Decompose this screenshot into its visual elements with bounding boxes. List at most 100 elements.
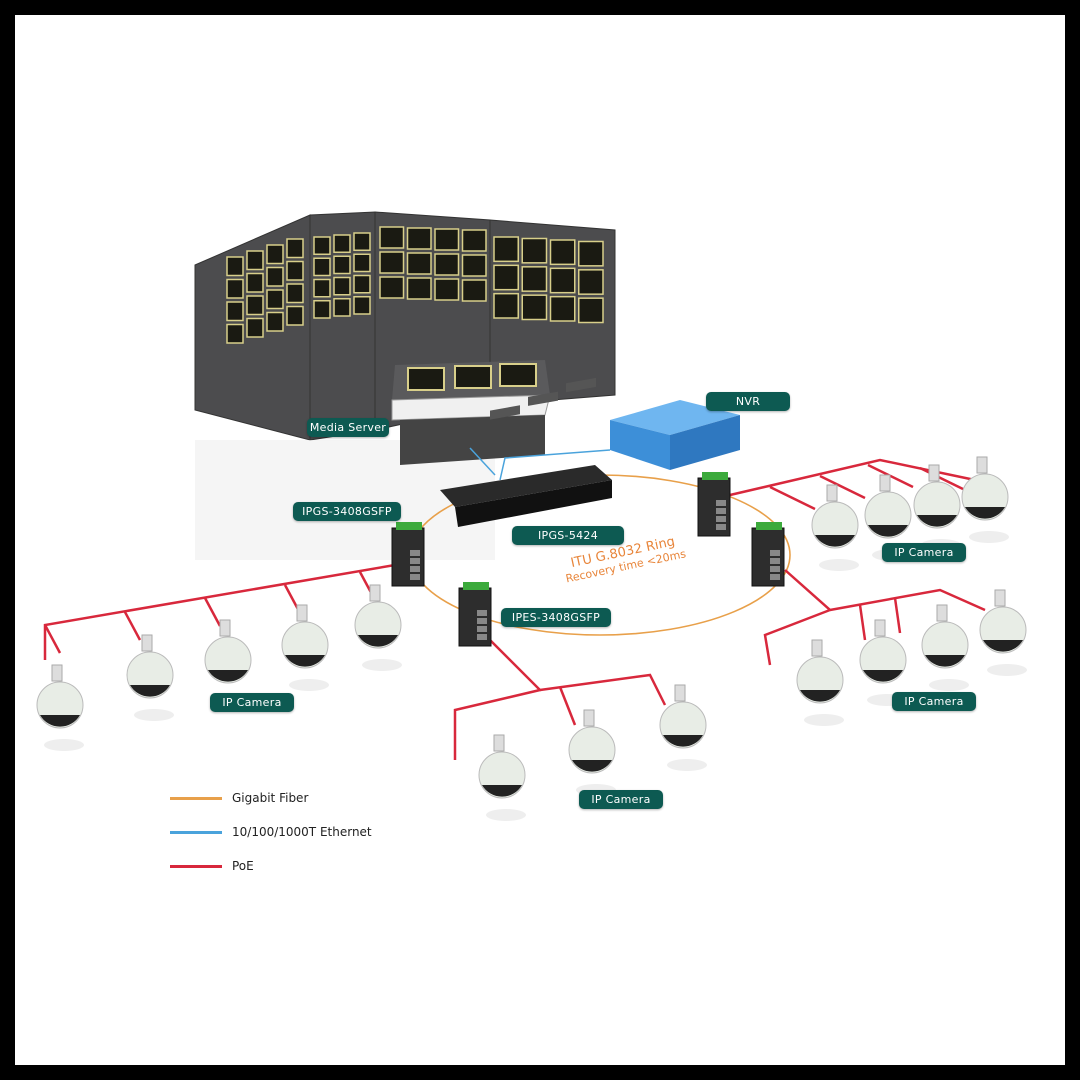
- wall-monitor: [406, 277, 432, 300]
- console-monitor: [499, 363, 537, 387]
- poe-drop: [769, 485, 816, 511]
- poe-branch: [829, 588, 986, 612]
- label-media-server: Media Server: [307, 418, 389, 437]
- camera-mount: [994, 589, 1006, 607]
- poe-trunk-lower-right: [763, 569, 833, 666]
- legend-item-fiber: Gigabit Fiber: [170, 791, 308, 805]
- legend-label: PoE: [232, 859, 254, 873]
- fiber-swatch: [170, 796, 222, 800]
- camera-mount: [51, 664, 63, 682]
- poe-trunk-upper-right: [729, 458, 976, 497]
- camera-shadow: [667, 759, 707, 771]
- wall-monitor: [313, 300, 331, 319]
- camera-mount: [674, 684, 686, 702]
- wall-monitor: [333, 234, 351, 253]
- poe-drop: [858, 604, 867, 641]
- switch-ipgs-3408gsfp-left-port: [410, 550, 420, 556]
- camera-dome: [358, 635, 398, 647]
- legend-item-ethernet: 10/100/1000T Ethernet: [170, 825, 372, 839]
- core-switch-ports: [490, 405, 520, 420]
- camera-shadow: [486, 809, 526, 821]
- camera-mount: [583, 709, 595, 727]
- wall-monitor: [333, 298, 351, 317]
- wall-monitor: [578, 297, 604, 324]
- ethernet-link: [469, 447, 496, 476]
- label-ip-camera-lower-right: IP Camera: [892, 692, 976, 711]
- poe-drop: [893, 597, 902, 634]
- wall-monitor: [266, 289, 284, 310]
- switch-ipgs-3408gsfp-left-port: [410, 558, 420, 564]
- core-switch-top: [440, 465, 612, 507]
- nvr-side: [670, 415, 740, 470]
- camera-mount: [811, 639, 823, 657]
- wall-monitor: [461, 229, 487, 252]
- switch-ipes-3408gsfp-bottom-port: [477, 626, 487, 632]
- camera-shadow: [134, 709, 174, 721]
- console-base: [400, 415, 545, 465]
- switch-ipes-3408gsfp-bottom-terminal: [463, 582, 489, 590]
- ethernet-link: [499, 449, 611, 481]
- wall-monitor: [379, 251, 405, 274]
- wall-monitor: [286, 305, 304, 326]
- poe-drop: [203, 597, 222, 627]
- camera-shadow: [362, 659, 402, 671]
- poe-drop: [558, 686, 577, 726]
- legend-item-poe: PoE: [170, 859, 254, 873]
- wall-monitor: [266, 311, 284, 332]
- wall-monitor: [246, 272, 264, 293]
- wall-monitor: [379, 226, 405, 249]
- switch-ipes-3408gsfp-bottom-port: [477, 618, 487, 624]
- camera-shadow: [969, 531, 1009, 543]
- poe-swatch: [170, 864, 222, 868]
- wall-monitor: [353, 232, 371, 251]
- camera-mount: [936, 604, 948, 622]
- switch-ring-upper-right-port: [716, 500, 726, 506]
- wall-monitor: [493, 292, 519, 319]
- network-diagram: [36, 211, 1027, 821]
- core-switch-front: [455, 480, 612, 527]
- switch-ipes-3408gsfp-bottom-port: [477, 634, 487, 640]
- wall-monitor: [521, 266, 548, 292]
- camera-dome: [917, 515, 957, 527]
- wall-monitor: [353, 274, 371, 294]
- console-monitor: [407, 367, 445, 391]
- switch-ring-upper-right-port: [716, 508, 726, 514]
- camera-shadow: [804, 714, 844, 726]
- wall-monitor: [379, 276, 405, 299]
- wall-monitor: [286, 283, 304, 304]
- wall-monitor: [313, 236, 331, 255]
- camera-mount: [874, 619, 886, 637]
- console-monitor: [454, 365, 492, 389]
- wall-monitor: [313, 257, 331, 277]
- wall-monitor: [521, 237, 548, 264]
- label-ipes-3408gsfp: IPES-3408GSFP: [501, 608, 611, 627]
- wall-monitor: [286, 260, 304, 281]
- switch-ipgs-3408gsfp-left-terminal: [396, 522, 422, 530]
- poe-trunk-bottom: [453, 639, 543, 760]
- camera-shadow: [289, 679, 329, 691]
- camera-shadow: [929, 679, 969, 691]
- wall-monitor: [353, 296, 371, 315]
- label-ipgs-5424: IPGS-5424: [512, 526, 624, 545]
- poe-drop: [819, 474, 866, 500]
- camera-mount: [826, 484, 838, 502]
- poe-drop: [43, 624, 62, 654]
- wall-monitor: [286, 238, 304, 259]
- label-nvr: NVR: [706, 392, 790, 411]
- wall-monitor: [578, 240, 604, 267]
- core-switch-ports: [566, 377, 596, 393]
- camera-dome: [863, 670, 903, 682]
- wall-monitor: [549, 295, 576, 322]
- wall-monitor: [226, 323, 244, 344]
- switch-ipes-3408gsfp-bottom-port: [477, 610, 487, 616]
- wall-monitor: [246, 250, 264, 271]
- switch-ring-upper-right-port: [716, 516, 726, 522]
- camera-mount: [219, 619, 231, 637]
- camera-mount: [493, 734, 505, 752]
- legend-label: 10/100/1000T Ethernet: [232, 825, 372, 839]
- camera-mount: [296, 604, 308, 622]
- wall-monitor: [333, 255, 351, 275]
- wall-monitor: [333, 276, 351, 296]
- wall-monitor: [461, 279, 487, 302]
